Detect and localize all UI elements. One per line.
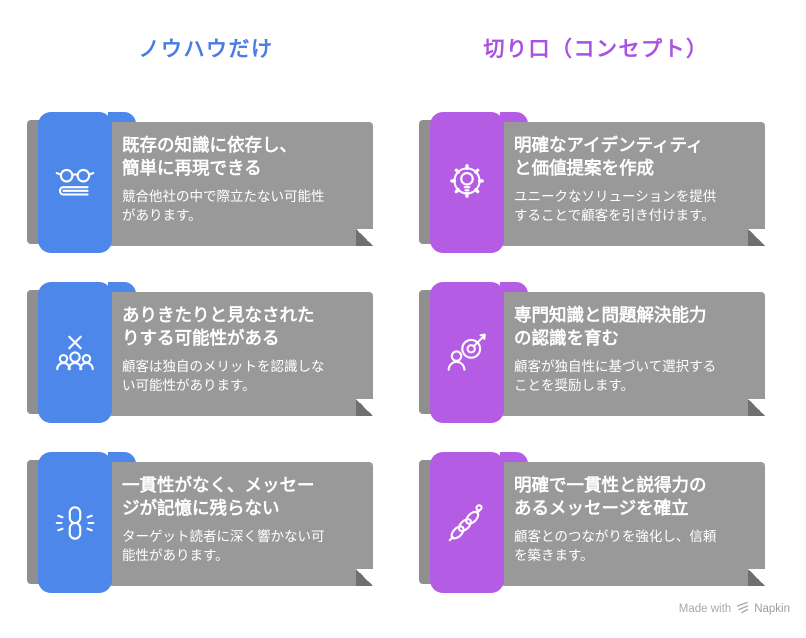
card-icon-tab <box>430 282 504 423</box>
card-title: ありきたりと見なされた りする可能性がある <box>122 305 315 349</box>
page-fold-corner <box>748 399 765 416</box>
card-panel: ありきたりと見なされた りする可能性がある 顧客は独自のメリットを認識しな い可… <box>108 292 373 416</box>
card-concept-2: 専門知識と問題解決能力 の認識を育む 顧客が独自性に基づいて選択する ことを奨励… <box>419 282 770 423</box>
crossed-out-people-icon <box>52 330 98 376</box>
chain-links-icon <box>444 500 490 546</box>
page-fold-corner <box>356 229 373 246</box>
column-header-concept: 切り口（コンセプト） <box>483 38 709 61</box>
card-title: 明確で一貫性と説得力の あるメッセージを確立 <box>514 475 707 519</box>
card-panel: 既存の知識に依存し、 簡単に再現できる 競合他社の中で際立たない可能性 がありま… <box>108 122 373 246</box>
card-title: 明確なアイデンティティ と価値提案を作成 <box>514 135 704 179</box>
card-knowhow-3: 一貫性がなく、メッセー ジが記憶に残らない ターゲット読者に深く響かない可 能性… <box>27 452 378 593</box>
page-fold-corner <box>356 399 373 416</box>
gear-lightbulb-icon <box>444 160 490 206</box>
card-description: ユニークなソリューションを提供 することで顧客を引き付けます。 <box>514 189 717 224</box>
column-header-knowhow: ノウハウだけ <box>138 38 274 61</box>
card-panel: 明確で一貫性と説得力の あるメッセージを確立 顧客とのつながりを強化し、信頼 を… <box>500 462 765 586</box>
card-description: 顧客は独自のメリットを認識しな い可能性があります。 <box>122 359 325 394</box>
card-knowhow-1: 既存の知識に依存し、 簡単に再現できる 競合他社の中で際立たない可能性 がありま… <box>27 112 378 253</box>
card-concept-3: 明確で一貫性と説得力の あるメッセージを確立 顧客とのつながりを強化し、信頼 を… <box>419 452 770 593</box>
made-with-label: Made with <box>678 603 732 615</box>
broken-link-icon <box>52 500 98 546</box>
card-panel: 専門知識と問題解決能力 の認識を育む 顧客が独自性に基づいて選択する ことを奨励… <box>500 292 765 416</box>
card-panel: 一貫性がなく、メッセー ジが記憶に残らない ターゲット読者に深く響かない可 能性… <box>108 462 373 586</box>
target-person-icon <box>444 330 490 376</box>
made-with-napkin-watermark: Made with Napkin <box>679 601 790 617</box>
card-title: 専門知識と問題解決能力 の認識を育む <box>514 305 707 349</box>
card-icon-tab <box>38 452 112 593</box>
napkin-brand-label: Napkin <box>754 603 790 615</box>
card-icon-tab <box>38 112 112 253</box>
page-fold-corner <box>748 569 765 586</box>
card-icon-tab <box>430 112 504 253</box>
card-description: 競合他社の中で際立たない可能性 があります。 <box>122 189 325 224</box>
card-title: 既存の知識に依存し、 簡単に再現できる <box>122 135 297 179</box>
card-icon-tab <box>38 282 112 423</box>
card-icon-tab <box>430 452 504 593</box>
card-concept-1: 明確なアイデンティティ と価値提案を作成 ユニークなソリューションを提供 するこ… <box>419 112 770 253</box>
card-title: 一貫性がなく、メッセー ジが記憶に残らない <box>122 475 315 519</box>
page-fold-corner <box>748 229 765 246</box>
card-description: ターゲット読者に深く響かない可 能性があります。 <box>122 529 325 564</box>
card-knowhow-2: ありきたりと見なされた りする可能性がある 顧客は独自のメリットを認識しな い可… <box>27 282 378 423</box>
card-description: 顧客とのつながりを強化し、信頼 を築きます。 <box>514 529 717 564</box>
glasses-book-icon <box>52 160 98 206</box>
napkin-logo-icon <box>736 601 749 617</box>
page-fold-corner <box>356 569 373 586</box>
card-description: 顧客が独自性に基づいて選択する ことを奨励します。 <box>514 359 717 394</box>
card-panel: 明確なアイデンティティ と価値提案を作成 ユニークなソリューションを提供 するこ… <box>500 122 765 246</box>
